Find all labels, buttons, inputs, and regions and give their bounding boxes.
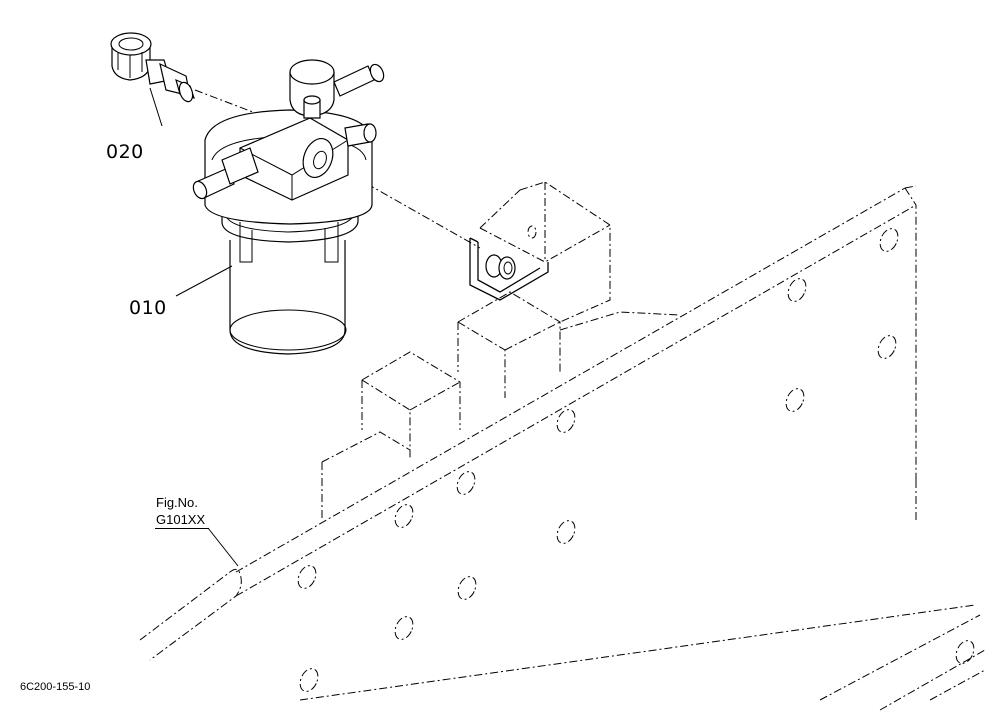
callout-020: 020 (106, 141, 144, 163)
callout-010: 010 (129, 297, 167, 319)
leader-lines (149, 87, 239, 567)
hose-fitting-020 (110, 32, 195, 103)
plate-holes (297, 228, 975, 692)
mounting-bracket (469, 237, 549, 301)
frame-plate (139, 185, 986, 711)
assembly-axis-line (194, 89, 481, 249)
figure-number-underline (155, 528, 209, 529)
engine-blocks (321, 181, 681, 520)
figure-number-label: Fig.No. (156, 495, 198, 510)
drawing-code: 6C200-155-10 (20, 681, 91, 693)
fuel-filter-010 (192, 59, 385, 355)
figure-number-value: G101XX (156, 512, 206, 527)
